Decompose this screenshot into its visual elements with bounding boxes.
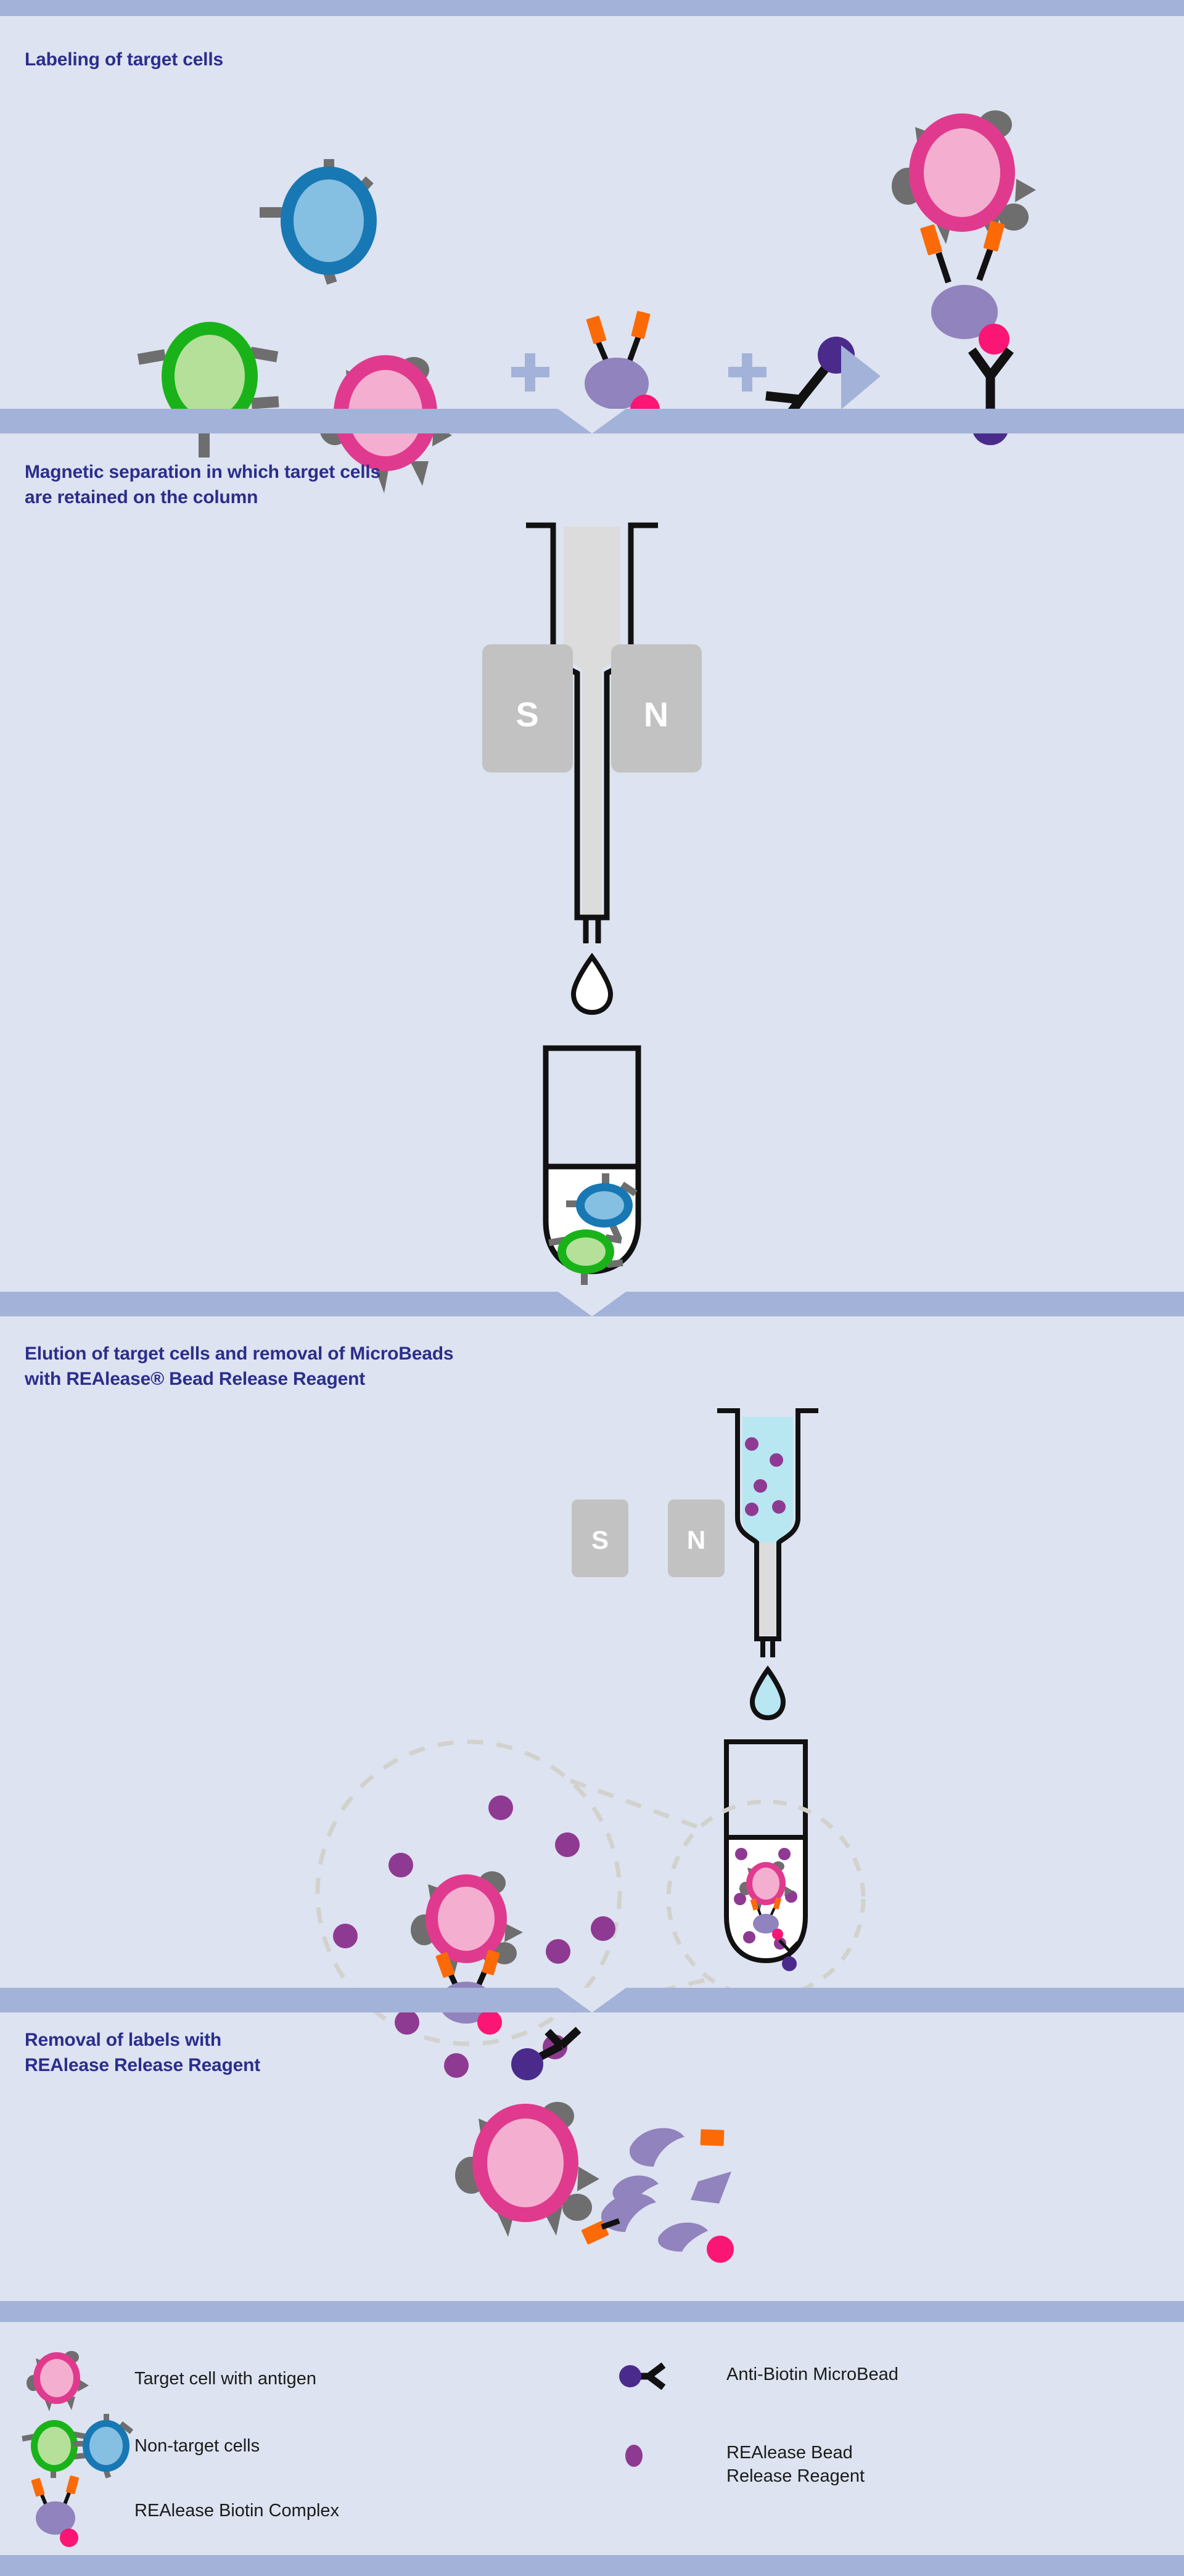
tube-contents-small — [734, 1848, 799, 1971]
magnifier-connector-lines — [569, 1778, 710, 2014]
panel2-illustration: S N — [482, 522, 702, 1285]
realease-biotin-complex-panel1 — [585, 311, 660, 424]
legend-label-non-target-cells: Non-target cells — [134, 2436, 260, 2456]
magnifier-circle-small — [666, 1799, 866, 1999]
magnet-south-label: S — [516, 695, 538, 734]
magnet-south-label-panel3: S — [591, 1525, 609, 1554]
realease-bead-release-reagent-icon — [625, 2445, 643, 2467]
legend-label-anti-biotin-microbead: Anti-Biotin MicroBead — [726, 2365, 898, 2384]
panel4-illustration — [455, 2102, 734, 2263]
divider-notch-2 — [0, 1292, 1184, 1316]
non-target-cell-blue — [260, 159, 377, 285]
realease-biotin-complex-icon — [31, 2476, 79, 2547]
assembled-complex — [892, 110, 1036, 445]
magnet-north-label: N — [644, 695, 668, 734]
label-fragments — [601, 2128, 731, 2252]
top-divider-bar — [0, 0, 1184, 16]
divider-notch-1 — [0, 409, 1184, 433]
panel3-illustration: S N — [315, 1408, 866, 2080]
tube-cell-blue — [566, 1173, 638, 1240]
fragment-linker — [601, 2218, 620, 2230]
magenta-fragment-dot — [707, 2236, 734, 2263]
panel-title-magnetic-separation: Magnetic separation in which target cell… — [25, 462, 380, 508]
magnet-south — [482, 644, 573, 773]
tube-cell-green — [548, 1229, 623, 1285]
plus-sign-2 — [728, 353, 767, 392]
elution-column — [717, 1408, 818, 1657]
target-cell-bare — [455, 2102, 599, 2237]
magnet-north-label-panel3: N — [687, 1525, 705, 1554]
biotin-fragments — [581, 2129, 725, 2245]
collection-tube-panel3 — [724, 1739, 808, 1964]
magnet-north-panel3 — [668, 1499, 725, 1577]
legend-bottom-bar — [0, 2555, 1184, 2576]
magnet-south-panel3 — [572, 1499, 628, 1577]
panel1-illustration — [137, 110, 1036, 493]
panel-title-elution: Elution of target cells and removal of M… — [25, 1343, 454, 1390]
non-target-cells-icon — [22, 2414, 134, 2479]
droplet-clear — [570, 953, 614, 1015]
non-target-cell-green — [137, 322, 279, 457]
legend-label-realease-bead-release-reagent: REAlease Bead Release Reagent — [726, 2443, 865, 2486]
legend-top-bar — [0, 2301, 1184, 2322]
panel-title-labeling: Labeling of target cells — [25, 49, 223, 70]
separation-column — [526, 522, 658, 943]
legend-label-realease-biotin-complex: REAlease Biotin Complex — [134, 2501, 340, 2521]
droplet-blue — [749, 1665, 786, 1721]
legend-label-target-cell: Target cell with antigen — [134, 2369, 316, 2389]
collection-tube — [543, 1045, 641, 1274]
target-cell-icon — [27, 2351, 89, 2411]
divider-bar-3 — [0, 1988, 1184, 2012]
divider-bar-1 — [0, 409, 1184, 433]
process-arrow-right — [841, 345, 881, 409]
divider-bar-2 — [0, 1292, 1184, 1316]
magnet-north — [611, 644, 702, 773]
anti-biotin-microbead-icon — [619, 2362, 666, 2390]
reagent-dots-in-column — [745, 1437, 786, 1516]
plus-sign-1 — [511, 353, 549, 392]
panel-title-removal-of-labels: Removal of labels with REAlease Release … — [25, 2030, 261, 2076]
divider-notch-3 — [0, 1988, 1184, 2012]
